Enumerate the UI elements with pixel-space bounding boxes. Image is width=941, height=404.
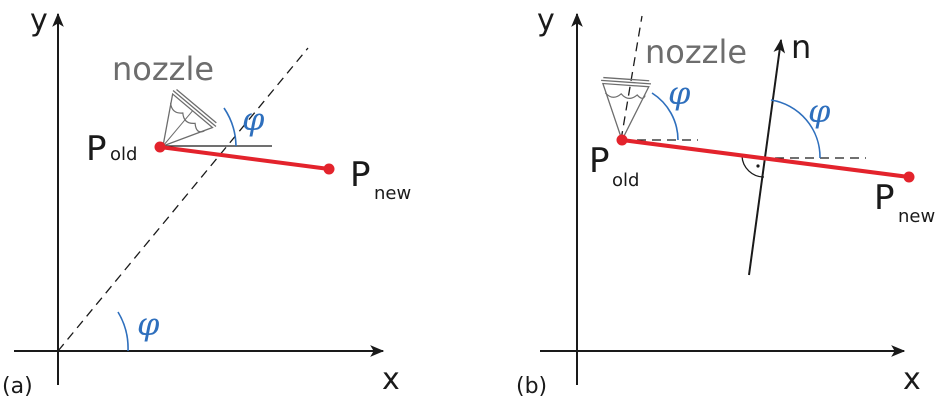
svg-text:P: P — [86, 129, 107, 169]
svg-text:P: P — [874, 178, 895, 218]
svg-text:P: P — [589, 141, 610, 181]
panel-b-right-angle-mark — [741, 155, 765, 178]
panel-b-nozzle-label: nozzle — [645, 33, 747, 71]
panel-a-y-label: y — [30, 3, 48, 38]
svg-text:new: new — [374, 183, 411, 204]
panel-a-nozzle-angle-arc — [223, 107, 237, 147]
panel-b-y-label: y — [537, 3, 555, 38]
panel-b-normal-angle-arc — [770, 99, 821, 159]
panel-b-p-old-label: P old — [589, 141, 639, 191]
nozzle-icon — [601, 76, 652, 142]
panel-b-right-angle-dot — [756, 164, 760, 168]
panel-b-x-label: x — [903, 362, 921, 397]
panel-b-nozzle-axis-dashed — [620, 15, 643, 141]
panel-a-nozzle-label: nozzle — [112, 50, 214, 88]
panel-a-p-old-dot — [154, 141, 166, 153]
svg-text:old: old — [110, 144, 137, 165]
svg-text:old: old — [612, 170, 639, 191]
panel-b-tag: (b) — [516, 374, 547, 399]
panel-b-nozzle-angle-arc — [651, 92, 679, 141]
panel-a-x-label: x — [382, 362, 400, 397]
panel-a-p-old-label: P old — [86, 129, 137, 169]
panel-a: y x (a) nozzle φ φ P old P new — [2, 3, 411, 399]
panel-b-nozzle-angle-symbol: φ — [668, 74, 691, 112]
panel-a-nozzle-angle-symbol: φ — [242, 100, 265, 138]
panel-a-origin-angle-symbol: φ — [137, 305, 160, 343]
panel-a-segment — [159, 145, 330, 171]
panel-a-origin-angle-arc — [117, 311, 129, 352]
svg-text:new: new — [898, 206, 935, 227]
panel-b-p-old-dot — [616, 134, 628, 146]
panel-b-normal-angle-symbol: φ — [808, 92, 831, 130]
panel-b-p-new-dot — [903, 171, 915, 183]
nozzle-icon — [162, 88, 217, 148]
panel-b: y x (b) nozzle n φ φ P old P new — [516, 3, 935, 399]
panel-a-p-new-dot — [323, 163, 335, 175]
panel-a-p-new-label: P new — [350, 155, 411, 204]
panel-b-p-new-label: P new — [874, 178, 935, 227]
svg-text:P: P — [350, 155, 371, 195]
panel-b-normal-label: n — [791, 28, 811, 66]
panel-a-dashed-direction — [57, 47, 309, 352]
panel-b-segment — [621, 138, 910, 179]
panel-a-tag: (a) — [2, 374, 33, 399]
